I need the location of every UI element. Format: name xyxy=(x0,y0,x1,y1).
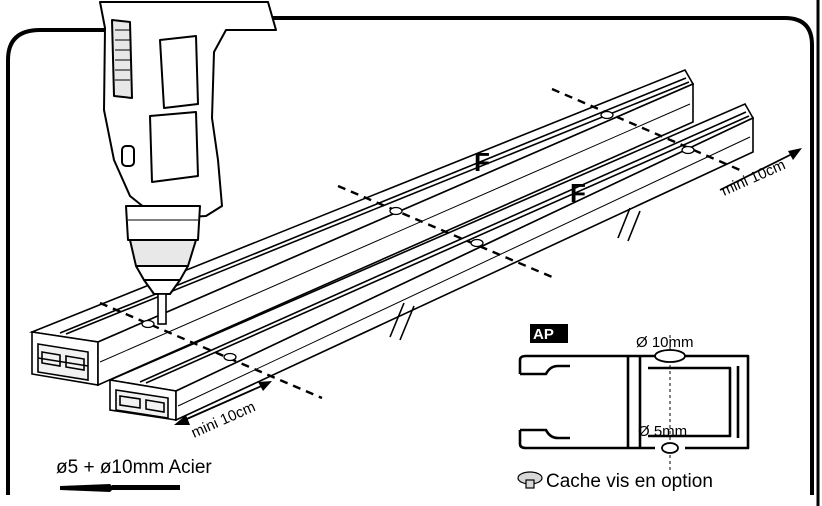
hole-label-bottom: Ø 5mm xyxy=(638,423,687,440)
hole-5mm xyxy=(661,442,679,454)
hole-10mm xyxy=(654,349,686,363)
screw-cap-icon xyxy=(517,471,543,489)
drill-bit-icon xyxy=(157,293,167,325)
frame-border xyxy=(6,16,814,495)
rail-front xyxy=(107,102,755,422)
drill-spec: ø5 + ø10mm Acier xyxy=(56,457,212,478)
power-drill-icon xyxy=(99,1,277,295)
screw-holes xyxy=(141,110,695,362)
hole-label-top: Ø 10mm xyxy=(636,334,694,351)
ap-badge: AP xyxy=(533,326,554,343)
drill-lines xyxy=(99,87,741,400)
ap-badge-bg xyxy=(530,324,568,343)
cap-note: Cache vis en option xyxy=(546,471,713,492)
drill-bit-legend-icon xyxy=(60,484,180,492)
f-marker-front: F xyxy=(570,178,586,208)
break-marks xyxy=(389,207,641,341)
f-marker-back: F xyxy=(474,147,490,177)
rail-back xyxy=(28,68,695,387)
profile-cross-section: AP Ø 10mm Ø 5mm xyxy=(518,324,750,470)
